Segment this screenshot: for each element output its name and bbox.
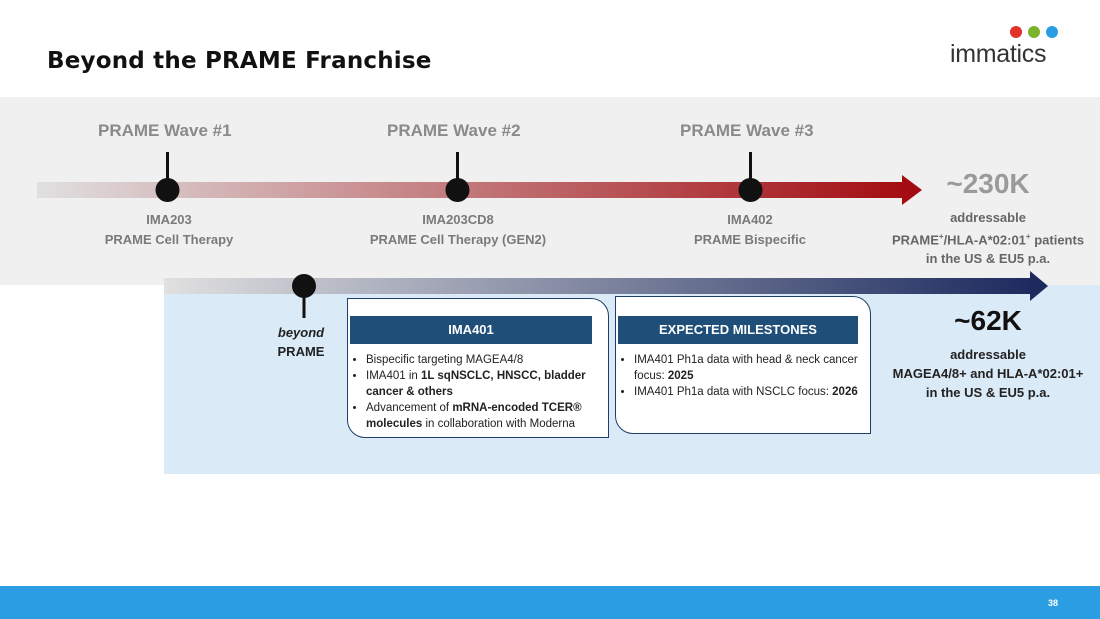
milestones-card-header: EXPECTED MILESTONES <box>618 316 858 344</box>
wave2-product-desc: PRAME Cell Therapy (GEN2) <box>369 232 547 247</box>
ima401-bullet: Bispecific targeting MAGEA4/8 <box>366 352 602 368</box>
wave3-product: IMA402 PRAME Bispecific <box>620 210 880 250</box>
magea-total-desc: addressable MAGEA4/8+ and HLA-A*02:01+ i… <box>868 345 1100 402</box>
wave2-node <box>445 152 470 202</box>
bullet-text: IMA401 Ph1a data with head & neck cancer… <box>634 354 858 382</box>
beyond-node <box>292 274 316 318</box>
wave2-product-name: IMA203CD8 <box>422 212 494 227</box>
ima401-card-header: IMA401 <box>350 316 592 344</box>
bullet-text-bold: mRNA-encoded TCER® molecules <box>366 402 582 430</box>
wave1-node <box>155 152 180 202</box>
wave3-label: PRAME Wave #3 <box>680 121 814 140</box>
beyond-prame-label: beyond PRAME <box>270 323 332 361</box>
bullet-text: Advancement of <box>366 402 453 414</box>
prame-total-line2-suffix: patients <box>1030 232 1085 248</box>
wave2-label: PRAME Wave #2 <box>387 121 521 140</box>
wave1-label: PRAME Wave #1 <box>98 121 232 140</box>
prame-total-desc: addressable PRAME+/HLA-A*02:01+ patients… <box>868 208 1100 268</box>
prame-total-sup1: + <box>938 232 944 241</box>
beyond-label-text: beyond <box>277 325 325 340</box>
logo-dot-blue <box>1046 26 1058 38</box>
bullet-text-bold: 2026 <box>832 386 858 398</box>
bullet-text: Bispecific targeting MAGEA4/8 <box>366 354 524 366</box>
prame-total-line2-prefix: PRAME <box>891 232 939 248</box>
milestones-bullet-list: IMA401 Ph1a data with head & neck cancer… <box>616 352 870 400</box>
footer-bar <box>0 586 1100 619</box>
prame-total-line2: PRAME+/HLA-A*02:01+ patients <box>868 227 1100 249</box>
beyond-label: beyond <box>270 323 332 342</box>
bullet-text-bold: 2025 <box>667 370 694 382</box>
prame-total-line1: addressable <box>950 210 1026 225</box>
prame-total-line3: in the US & EU5 p.a. <box>925 251 1051 267</box>
prame-total-value: ~230K <box>946 168 1030 199</box>
logo-dot-green <box>1028 26 1040 38</box>
prame-total-line2-mid: /HLA-A*02:01 <box>943 232 1026 248</box>
prame-total-sup2: + <box>1025 232 1031 241</box>
bullet-text-bold: 1L sqNSCLC, HNSCC, bladder cancer & othe… <box>366 370 586 398</box>
magea-total-line2: MAGEA4/8+ and HLA-A*02:01+ <box>892 366 1084 381</box>
bullet-text: IMA401 Ph1a data with NSCLC focus: <box>634 386 833 398</box>
ima401-bullet: IMA401 in 1L sqNSCLC, HNSCC, bladder can… <box>366 368 602 400</box>
milestone-bullet: IMA401 Ph1a data with NSCLC focus: 2026 <box>634 384 864 400</box>
magea-total-line1: addressable <box>950 347 1026 362</box>
milestone-bullet: IMA401 Ph1a data with head & neck cancer… <box>634 352 864 384</box>
wave1-product: IMA203 PRAME Cell Therapy <box>39 210 299 250</box>
ima401-card: IMA401 Bispecific targeting MAGEA4/8 IMA… <box>347 298 609 438</box>
beyond-timeline-arrow <box>164 271 1048 301</box>
ima401-bullet-list: Bispecific targeting MAGEA4/8 IMA401 in … <box>348 352 608 432</box>
wave3-node <box>738 152 763 202</box>
milestones-card: EXPECTED MILESTONES IMA401 Ph1a data wit… <box>615 296 871 434</box>
magea-total-value: ~62K <box>954 305 1022 336</box>
page-number: 38 <box>1047 598 1058 608</box>
ima401-bullet: Advancement of mRNA-encoded TCER® molecu… <box>366 400 602 432</box>
logo-dot-red <box>1010 26 1022 38</box>
wave1-product-name: IMA203 <box>146 212 192 227</box>
wave3-product-desc: PRAME Bispecific <box>694 232 806 247</box>
wave2-product: IMA203CD8 PRAME Cell Therapy (GEN2) <box>328 210 588 250</box>
immatics-logo: immatics <box>950 24 1070 68</box>
page-title: Beyond the PRAME Franchise <box>47 48 432 74</box>
bullet-text: in collaboration with Moderna <box>422 418 576 430</box>
wave3-product-name: IMA402 <box>727 212 773 227</box>
bullet-text: IMA401 in <box>366 370 421 382</box>
prame-label: PRAME <box>277 344 325 359</box>
wave1-product-desc: PRAME Cell Therapy <box>104 232 234 247</box>
logo-text: immatics <box>950 40 1047 68</box>
magea-total-line3: in the US & EU5 p.a. <box>925 385 1051 400</box>
prame-timeline-arrow <box>37 175 922 205</box>
